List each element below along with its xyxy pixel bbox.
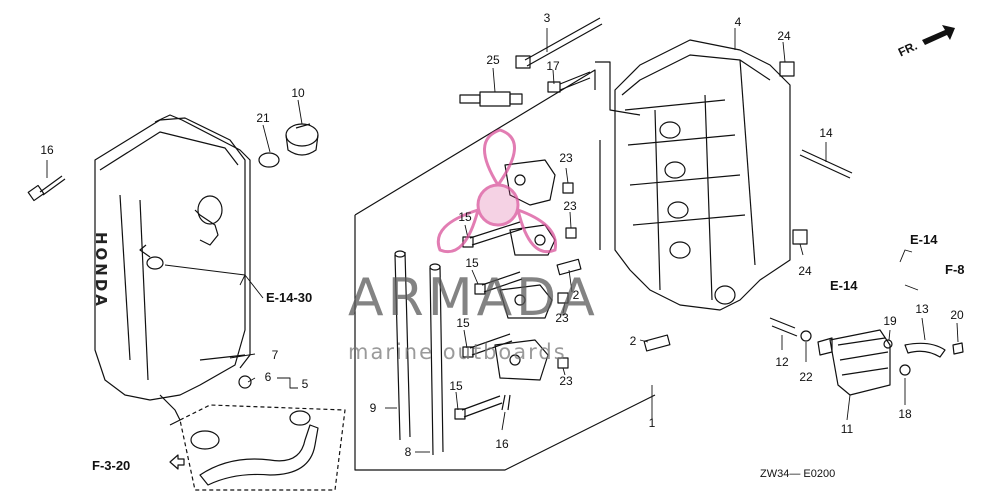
grommet: [238, 375, 252, 389]
washer-19: [883, 339, 893, 349]
callout-24-lower: 24: [798, 264, 812, 278]
oil-filler-cap: [285, 123, 319, 156]
dowel-top: [779, 61, 795, 77]
callout-1: 1: [648, 416, 656, 430]
ref-arrow-left: [169, 454, 185, 470]
rocker-arm-assemblies: [494, 159, 556, 381]
callout-19: 19: [883, 314, 897, 328]
dowel-bottom: [792, 229, 808, 245]
callout-15-c: 15: [456, 316, 470, 330]
callout-5: 5: [301, 377, 309, 391]
callout-2-lower: 2: [629, 334, 637, 348]
ref-e14-top: E-14: [910, 232, 938, 247]
pushrod-12: [769, 317, 798, 337]
ref-e14-30: E-14-30: [266, 290, 313, 305]
callout-18: 18: [898, 407, 912, 421]
callout-4: 4: [734, 15, 742, 29]
callout-16-upper: 16: [40, 143, 54, 157]
callout-3: 3: [543, 11, 551, 25]
bolt-18: [899, 364, 911, 376]
callout-23-d: 23: [559, 374, 573, 388]
callout-2-upper: 2: [572, 288, 580, 302]
callout-11: 11: [840, 422, 854, 436]
leader-lines: [46, 28, 959, 453]
callout-24-upper: 24: [777, 29, 791, 43]
clip-20: [952, 342, 964, 355]
watermark-propeller: [436, 128, 558, 253]
fuel-pump: [817, 329, 891, 396]
bolt-3: [515, 17, 603, 69]
hose-inset: [179, 404, 346, 491]
spark-plug: [459, 91, 523, 107]
callout-16-lower: 16: [495, 437, 509, 451]
head-cover: [94, 114, 251, 426]
pin-upper: [556, 258, 582, 276]
callout-20: 20: [950, 308, 964, 322]
brand-lettering: HONDA: [92, 232, 110, 309]
ref-f3-20: F-3-20: [92, 458, 131, 473]
pin-lower: [643, 334, 671, 352]
callout-9: 9: [369, 401, 377, 415]
ref-f8: F-8: [945, 262, 965, 277]
callout-23-c: 23: [555, 311, 569, 325]
callout-13: 13: [915, 302, 929, 316]
callout-23-a: 23: [559, 151, 573, 165]
callout-14: 14: [819, 126, 833, 140]
callout-10: 10: [291, 86, 305, 100]
o-ring: [258, 152, 280, 168]
front-direction-arrow: [922, 25, 955, 45]
stud: [799, 149, 853, 179]
callout-15-a: 15: [458, 210, 472, 224]
ref-e14-mid: E-14: [830, 278, 858, 293]
bolt-16: [27, 175, 66, 202]
o-ring-22: [800, 330, 812, 342]
callout-6: 6: [264, 370, 272, 384]
callout-8: 8: [404, 445, 412, 459]
callout-7: 7: [271, 348, 279, 362]
callout-17: 17: [546, 59, 560, 73]
callout-25: 25: [486, 53, 500, 67]
callout-15-b: 15: [465, 256, 479, 270]
watermark-title: ARMADA: [348, 268, 599, 328]
callout-22: 22: [799, 370, 813, 384]
tube-13: [904, 342, 946, 358]
diagram-code: ZW34— E0200: [760, 468, 836, 480]
callout-23-b: 23: [563, 199, 577, 213]
rocker-shafts: [394, 250, 444, 456]
watermark-subtitle: marine outboards: [348, 340, 567, 364]
cylinder-head: [614, 39, 791, 311]
bolt-16-lower: [501, 394, 511, 411]
callout-12: 12: [775, 355, 789, 369]
callout-21: 21: [256, 111, 270, 125]
callout-15-d: 15: [449, 379, 463, 393]
